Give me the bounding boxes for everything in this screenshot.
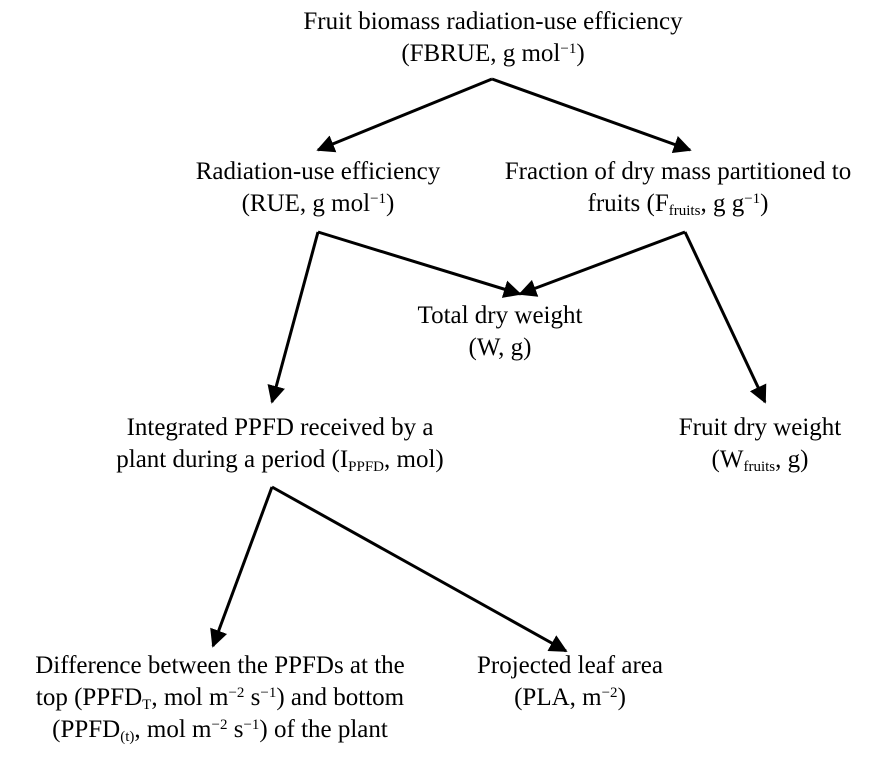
arrow-rue-to-ippfd [267, 231, 320, 404]
node-wfruits-line2: (Wfruits, g) [711, 446, 809, 475]
arrow-ffruits-to-w [518, 230, 686, 297]
node-ppfd-diff-line2: top (PPFDT, mol m−2 s−1) and bottom [35, 684, 405, 713]
node-ppfd-diff: Difference between the PPFDs at the top … [0, 650, 440, 746]
node-ppfd-diff-line3: (PPFD(t), mol m−2 s−1) of the plant [52, 716, 388, 745]
arrow-ippfd-to-pla [271, 485, 568, 653]
node-ippfd-line1: Integrated PPFD received by a [126, 414, 434, 441]
node-pla: Projected leaf area (PLA, m−2) [450, 650, 690, 714]
node-ppfd-diff-line1: Difference between the PPFDs at the [35, 652, 405, 679]
node-w: Total dry weight (W, g) [380, 300, 620, 364]
node-wfruits: Fruit dry weight (Wfruits, g) [640, 412, 880, 476]
node-ffruits-line2: fruits (Ffruits, g g−1) [587, 190, 769, 219]
node-w-line1: Total dry weight [417, 302, 583, 329]
node-fbrue: Fruit biomass radiation-use efficiency (… [200, 6, 786, 70]
node-wfruits-line1: Fruit dry weight [678, 414, 842, 441]
node-rue-line2: (RUE, g mol−1) [241, 190, 395, 217]
node-rue-line1: Radiation-use efficiency [195, 158, 441, 185]
node-ffruits: Fraction of dry mass partitioned to frui… [470, 156, 886, 220]
node-ippfd-line2: plant during a period (IPPFD, mol) [116, 446, 444, 475]
arrow-fbrue-to-ffruits [491, 77, 692, 154]
arrow-rue-to-w [317, 230, 522, 298]
node-rue: Radiation-use efficiency (RUE, g mol−1) [140, 156, 496, 220]
arrow-fbrue-to-rue [316, 77, 493, 153]
node-pla-line1: Projected leaf area [477, 652, 663, 679]
node-ippfd: Integrated PPFD received by a plant duri… [40, 412, 520, 476]
node-fbrue-line2: (FBRUE, g mol−1) [401, 40, 585, 67]
arrow-ffruits-to-wfruits [683, 231, 767, 404]
node-fbrue-line1: Fruit biomass radiation-use efficiency [303, 8, 683, 35]
node-w-line2: (W, g) [468, 334, 532, 361]
node-pla-line2: (PLA, m−2) [514, 684, 626, 711]
node-ffruits-line1: Fraction of dry mass partitioned to [504, 158, 852, 185]
arrow-ippfd-to-ppfd-diff [210, 486, 274, 648]
